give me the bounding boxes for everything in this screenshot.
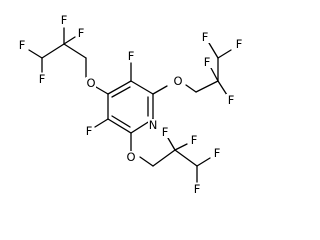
bond-ch2-cf2: [63, 43, 87, 59]
atom-label-background: [59, 14, 69, 26]
atom-label-f: F: [194, 182, 201, 196]
atom-label-f: F: [228, 93, 235, 107]
atom-f-f2: F: [76, 26, 86, 40]
atom-label-n: N: [149, 118, 158, 132]
bond-ring-c5-c6: [107, 118, 132, 134]
atom-o-o1: O: [86, 76, 96, 90]
bond-cf2-chf2: [41, 43, 65, 59]
atom-label-background: [212, 147, 222, 159]
atom-f-f10: F: [84, 124, 94, 138]
atom-label-f: F: [204, 55, 211, 69]
atom-f-f9: F: [234, 37, 244, 51]
bond-chf2-f-upper-right: [217, 49, 232, 59]
atom-f-f13: F: [212, 146, 222, 160]
atom-label-f: F: [202, 30, 209, 44]
atom-f-f6: F: [202, 55, 212, 69]
atom-label-background: [189, 134, 199, 146]
bond-cf2-f-upper-left-lower: [167, 137, 176, 151]
atom-label-f: F: [78, 26, 85, 40]
atom-f-f8: F: [200, 30, 210, 44]
atom-f-f7: F: [226, 93, 236, 107]
atom-label-f: F: [86, 124, 93, 138]
atom-label-background: [76, 27, 86, 39]
bond-c5-f: [94, 118, 109, 128]
atom-o-o3: O: [126, 150, 136, 164]
atom-label-o: O: [86, 76, 95, 90]
atom-label-background: [148, 119, 158, 131]
atom-f-f4: F: [37, 72, 47, 86]
atom-label-background: [86, 77, 96, 89]
atom-label-background: [160, 126, 170, 138]
bond-layer: [28, 27, 232, 183]
bond-ch2-cf2-right: [195, 80, 219, 93]
atom-label-background: [200, 31, 210, 43]
atom-label-background: [234, 38, 244, 50]
bond-cf2-f-lower: [217, 80, 228, 96]
atom-label-f: F: [61, 13, 68, 27]
atom-o-o2: O: [173, 74, 183, 88]
atom-label-f: F: [236, 37, 243, 51]
bond-ring-c2-c3: [130, 80, 154, 95]
atom-label-o: O: [173, 74, 182, 88]
bond-c2-o: [152, 85, 168, 95]
atom-f-f14: F: [192, 182, 202, 196]
atom-label-background: [126, 50, 136, 62]
atom-f-f1: F: [59, 13, 69, 27]
atom-label-f: F: [214, 146, 221, 160]
bond-cf2-f-upper-right-lower: [174, 143, 188, 151]
atom-label-background: [126, 151, 136, 163]
bond-c4-o: [95, 86, 109, 95]
bond-chf2-f-left: [28, 49, 43, 59]
bond-cf2-chf2-lower: [174, 149, 198, 167]
bond-ch2-cf2-lower: [152, 149, 176, 167]
bond-chf2-f-right-lower: [196, 157, 211, 167]
atom-label-f: F: [39, 72, 46, 86]
bond-chf2-f-upper-left: [208, 42, 219, 59]
bond-o3-ch2: [139, 156, 154, 167]
atom-label-background: [202, 56, 212, 68]
atom-f-f11: F: [160, 125, 170, 139]
bond-cf2-f-right: [63, 36, 76, 45]
atom-label-background: [192, 183, 202, 195]
atom-label-f: F: [128, 49, 135, 63]
bond-ring-c3-c4: [107, 80, 132, 95]
atom-label-f: F: [191, 133, 198, 147]
atom-f-f5: F: [126, 49, 136, 63]
atom-f-f12: F: [189, 133, 199, 147]
bond-cf2-f-upper: [210, 67, 219, 82]
atom-label-f: F: [162, 125, 169, 139]
atom-label-o: O: [126, 150, 135, 164]
atom-label-background: [173, 75, 183, 87]
bond-ring-double-c5-c6: [111, 115, 131, 128]
atom-label-background: [17, 39, 27, 51]
atom-n-n1: N: [148, 118, 158, 132]
atom-label-background: [37, 73, 47, 85]
atom-label-f: F: [19, 38, 26, 52]
atom-label-background: [226, 94, 236, 106]
atom-f-f3: F: [17, 38, 27, 52]
atom-label-background: [84, 125, 94, 137]
bond-ring-double-c3-c4: [111, 86, 131, 98]
bond-o2-ch2: [185, 84, 197, 93]
